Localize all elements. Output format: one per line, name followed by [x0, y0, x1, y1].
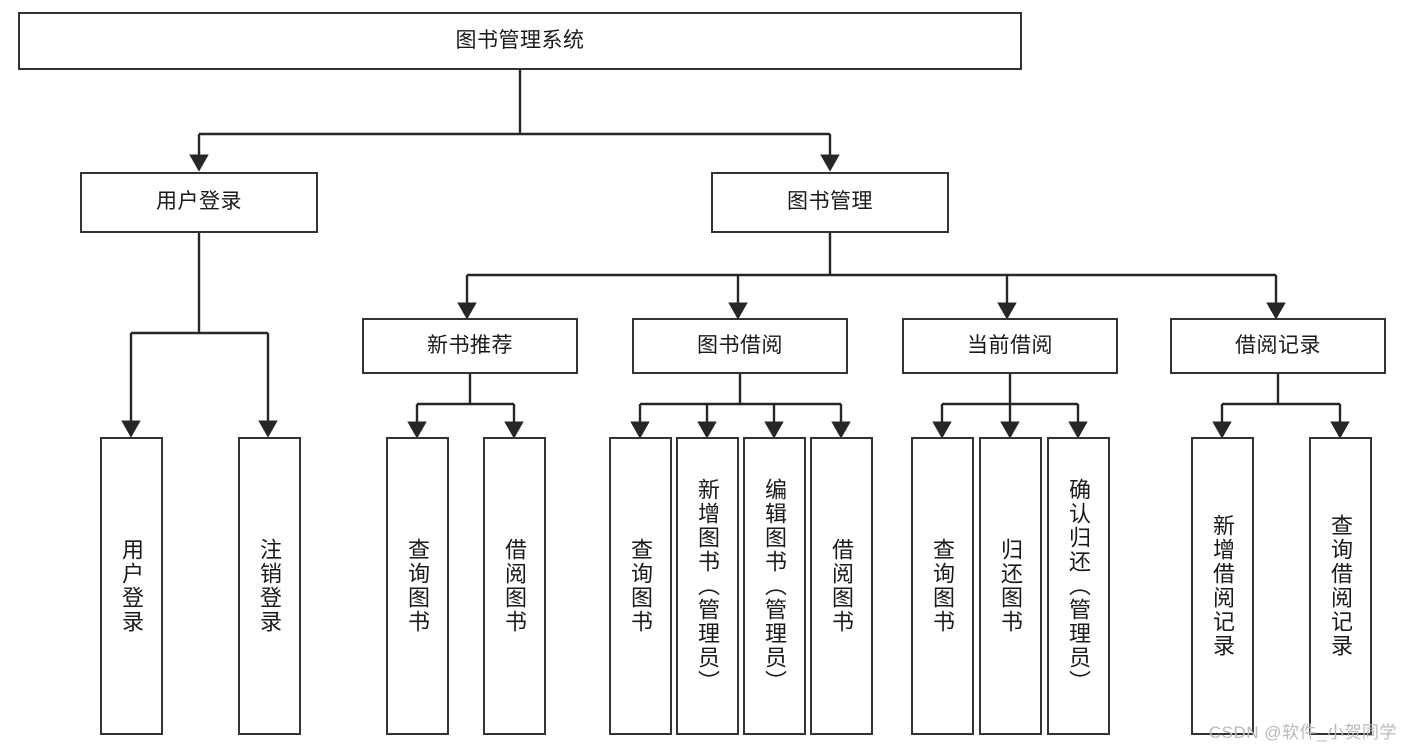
node-leaf-query-record[interactable]: 查询借阅记录: [1309, 437, 1372, 735]
node-label: 当前借阅: [967, 333, 1053, 357]
watermark-text: CSDN @软件_小贺同学: [1208, 723, 1397, 742]
node-label: 用户登录: [119, 538, 145, 634]
node-leaf-return-book[interactable]: 归还图书: [979, 437, 1042, 735]
node-leaf-confirm-return[interactable]: 确认归还（管理员）: [1047, 437, 1110, 735]
node-leaf-query-book-3[interactable]: 查询图书: [911, 437, 974, 735]
node-leaf-borrow-book-2[interactable]: 借阅图书: [810, 437, 873, 735]
node-label: 用户登录: [156, 190, 242, 214]
node-new-book-recommend[interactable]: 新书推荐: [362, 318, 578, 374]
node-leaf-logout[interactable]: 注销登录: [238, 437, 301, 735]
node-leaf-add-record[interactable]: 新增借阅记录: [1191, 437, 1254, 735]
node-label: 查询图书: [930, 538, 956, 634]
node-user-login[interactable]: 用户登录: [80, 172, 318, 233]
node-label: 图书管理: [787, 190, 873, 214]
node-label: 新增借阅记录: [1210, 514, 1236, 658]
node-borrow-record[interactable]: 借阅记录: [1170, 318, 1386, 374]
node-leaf-query-book-1[interactable]: 查询图书: [386, 437, 449, 735]
node-label: 归还图书: [998, 538, 1024, 634]
node-leaf-user-login[interactable]: 用户登录: [100, 437, 163, 735]
node-leaf-add-book[interactable]: 新增图书（管理员）: [676, 437, 739, 735]
node-label: 编辑图书（管理员）: [762, 478, 788, 694]
node-label: 图书管理系统: [455, 28, 585, 52]
node-label: 新增图书（管理员）: [695, 478, 721, 694]
node-label: 注销登录: [257, 538, 283, 634]
node-root-system[interactable]: 图书管理系统: [18, 12, 1022, 70]
node-label: 查询借阅记录: [1328, 514, 1354, 658]
node-label: 确认归还（管理员）: [1066, 478, 1092, 694]
node-book-management[interactable]: 图书管理: [711, 172, 949, 233]
node-label: 新书推荐: [427, 333, 513, 357]
node-label: 借阅记录: [1235, 333, 1321, 357]
node-book-borrow[interactable]: 图书借阅: [632, 318, 848, 374]
node-leaf-borrow-book-1[interactable]: 借阅图书: [483, 437, 546, 735]
node-label: 查询图书: [405, 538, 431, 634]
node-label: 查询图书: [628, 538, 654, 634]
node-current-borrow[interactable]: 当前借阅: [902, 318, 1118, 374]
node-leaf-query-book-2[interactable]: 查询图书: [609, 437, 672, 735]
node-label: 借阅图书: [502, 538, 528, 634]
node-label: 借阅图书: [829, 538, 855, 634]
node-label: 图书借阅: [697, 333, 783, 357]
node-leaf-edit-book[interactable]: 编辑图书（管理员）: [743, 437, 806, 735]
